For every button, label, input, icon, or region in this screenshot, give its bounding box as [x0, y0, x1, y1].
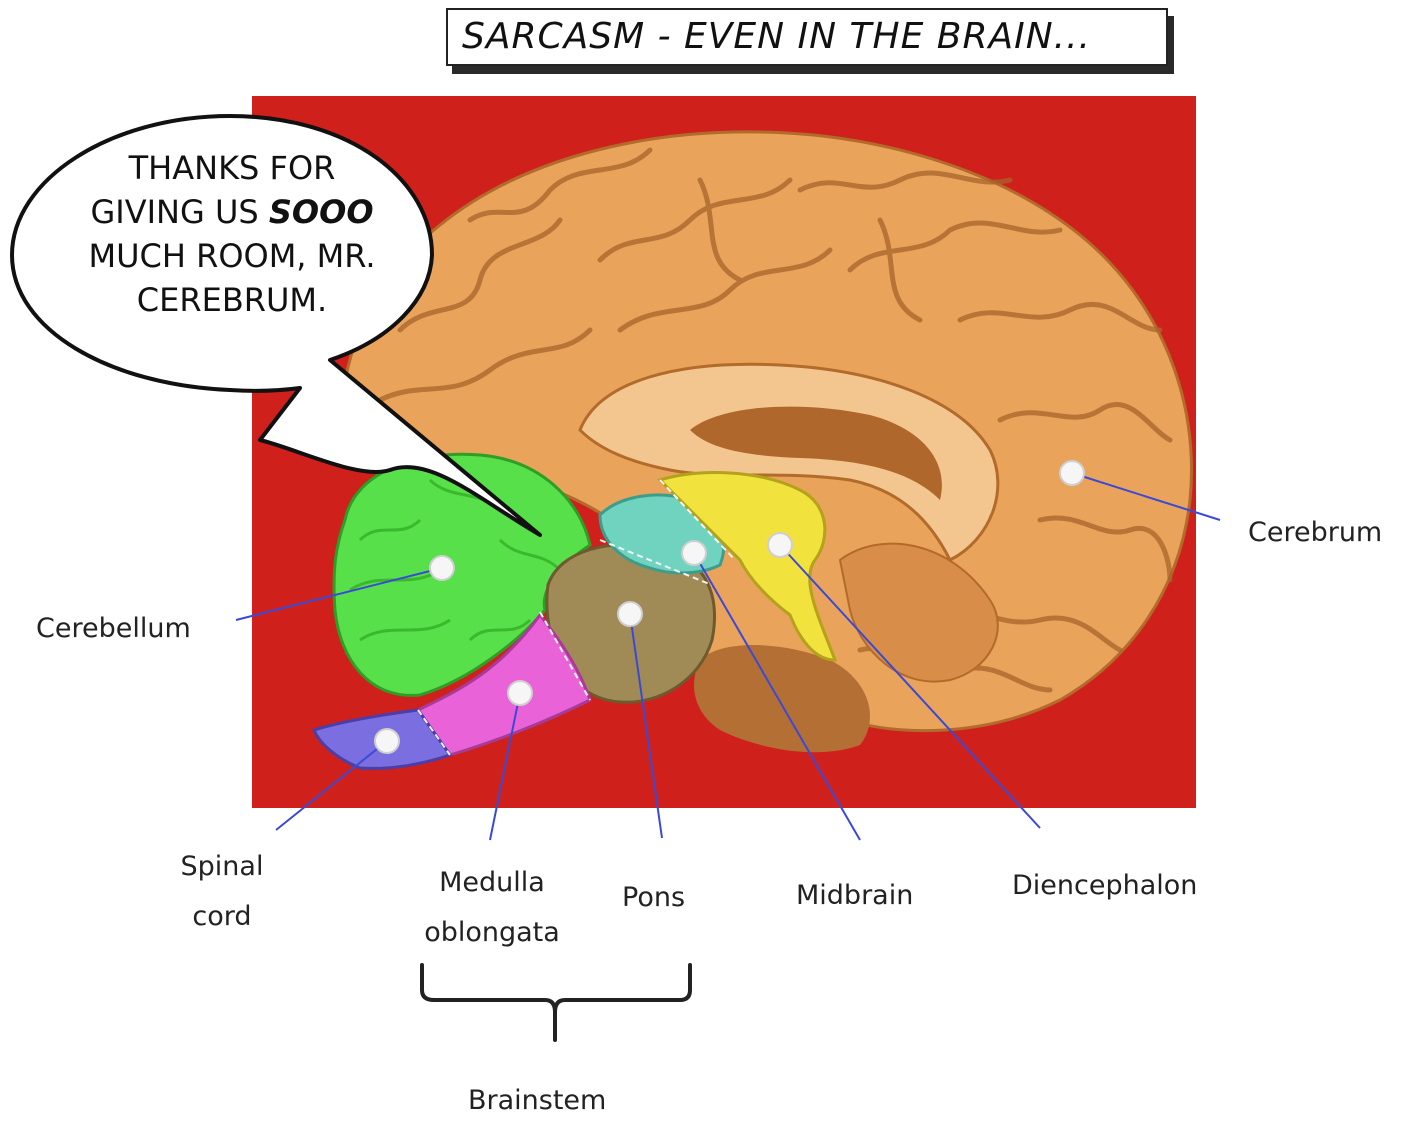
label-spinal-cord: Spinal cord — [170, 842, 274, 942]
bubble-line-4: CEREBRUM. — [32, 278, 432, 322]
page-title: SARCASM - EVEN IN THE BRAIN... — [462, 16, 1091, 57]
bubble-line-1: THANKS FOR — [32, 146, 432, 190]
label-spinal-cord-line-1: Spinal — [170, 842, 274, 892]
label-cerebrum: Cerebrum — [1248, 508, 1382, 558]
label-medulla-line-2: oblongata — [412, 908, 572, 958]
marker-medulla — [508, 681, 532, 705]
bubble-line-2-emphasis: SOOO — [269, 193, 374, 231]
label-midbrain: Midbrain — [796, 871, 913, 921]
marker-pons — [618, 602, 642, 626]
label-spinal-cord-line-2: cord — [170, 892, 274, 942]
label-cerebellum: Cerebellum — [36, 604, 191, 654]
brainstem-brace — [422, 965, 690, 1040]
marker-spinal-cord — [375, 729, 399, 753]
marker-cerebellum — [430, 556, 454, 580]
label-brainstem: Brainstem — [468, 1076, 606, 1126]
speech-bubble-text: THANKS FOR GIVING US SOOO MUCH ROOM, MR.… — [32, 146, 432, 322]
label-diencephalon: Diencephalon — [1012, 861, 1197, 911]
label-pons: Pons — [622, 873, 685, 923]
bubble-line-2: GIVING US SOOO — [32, 190, 432, 234]
label-medulla-oblongata: Medulla oblongata — [412, 858, 572, 958]
marker-diencephalon — [768, 533, 792, 557]
label-medulla-line-1: Medulla — [412, 858, 572, 908]
bubble-line-3: MUCH ROOM, MR. — [32, 234, 432, 278]
title-box: SARCASM - EVEN IN THE BRAIN... — [446, 8, 1168, 66]
marker-cerebrum — [1060, 461, 1084, 485]
marker-midbrain — [682, 541, 706, 565]
bubble-line-2-prefix: GIVING US — [90, 193, 268, 231]
